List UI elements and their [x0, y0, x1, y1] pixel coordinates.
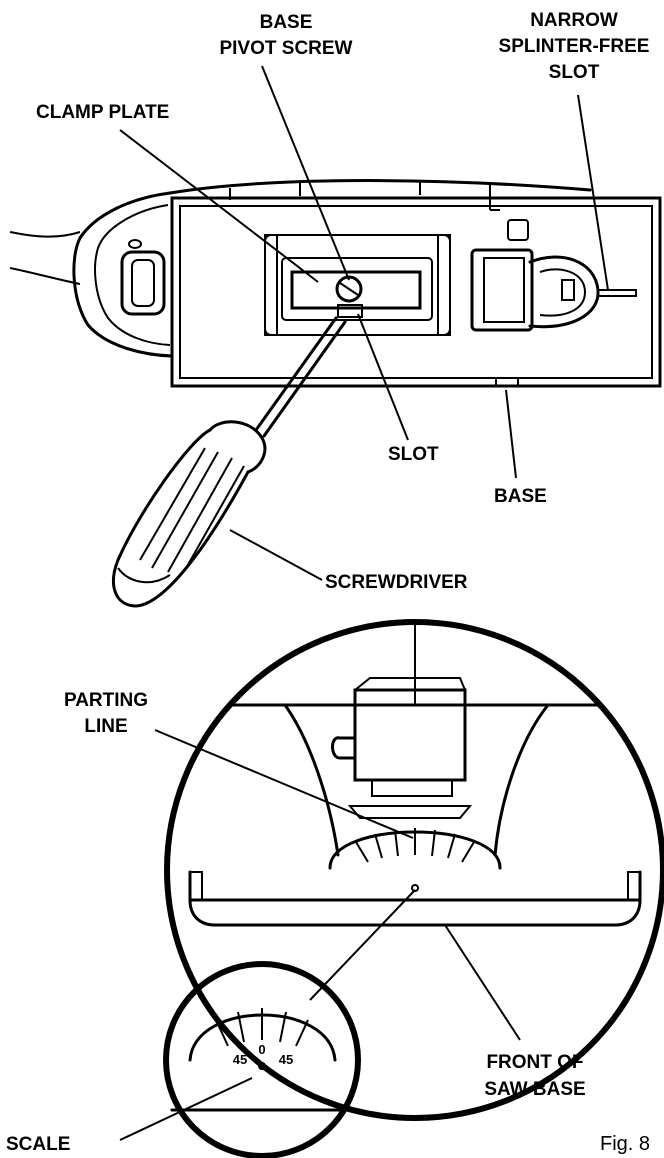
parting-line-label-line1: PARTING: [64, 690, 148, 711]
scale-zoom-circle: [163, 961, 361, 1158]
scale-label: SCALE: [6, 1134, 70, 1155]
bottom-leader-lines: [119, 729, 521, 1141]
narrow-slot-label-line3: SLOT: [549, 62, 600, 83]
parting-line-label-line2: LINE: [84, 716, 127, 737]
clamp-plate-label: CLAMP PLATE: [36, 102, 169, 123]
base-pivot-screw-label-line1: BASE: [260, 12, 313, 33]
screwdriver-illustration: [112, 316, 347, 608]
front-of-saw-base-label-line1: FRONT OF: [486, 1052, 583, 1073]
narrow-slot-label-line1: NARROW: [530, 10, 618, 31]
slot-label: SLOT: [388, 444, 439, 465]
detail-circle-illustration: [164, 619, 664, 1121]
figure-caption: Fig. 8: [600, 1133, 650, 1155]
narrow-slot-label-line2: SPLINTER-FREE: [499, 36, 650, 57]
front-of-saw-base-label-line2: SAW BASE: [484, 1079, 585, 1100]
scale-tick-right: 45: [279, 1052, 293, 1067]
scale-tick-left: 45: [233, 1052, 247, 1067]
screwdriver-label: SCREWDRIVER: [325, 572, 468, 593]
scale-tick-center: 0: [258, 1042, 265, 1057]
top-leader-lines: [119, 65, 609, 581]
base-label: BASE: [494, 486, 547, 507]
saw-underside-illustration: [9, 179, 662, 388]
base-pivot-screw-label-line2: PIVOT SCREW: [219, 38, 352, 59]
